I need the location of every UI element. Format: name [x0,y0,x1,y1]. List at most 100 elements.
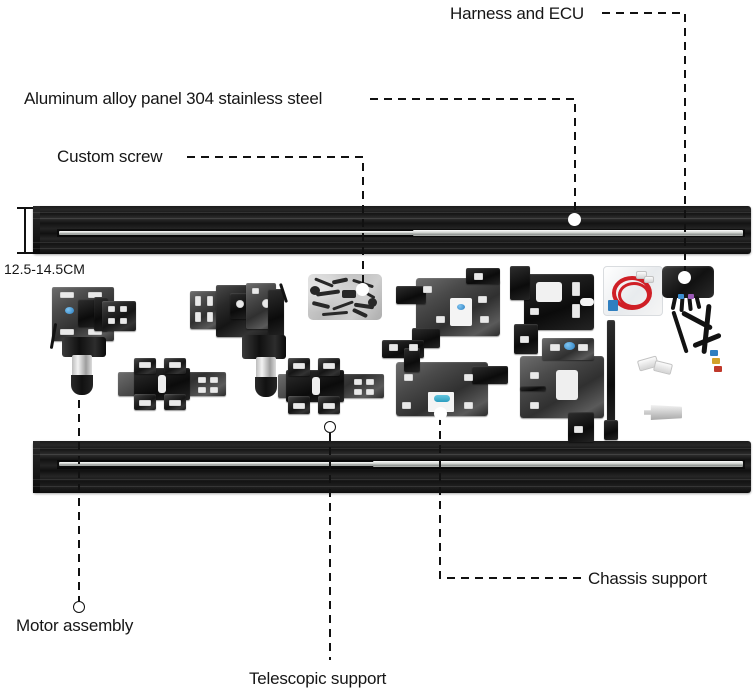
motor-assembly-right [190,283,310,407]
mount-hole [464,402,473,409]
marker-circle-motor-assembly [73,601,85,613]
stainless-steel-strip [59,231,743,235]
blue-label-dot [65,307,74,314]
mount-hole [572,282,580,296]
mount-hole [139,362,151,368]
callout-label-custom-screw: Custom screw [57,147,163,166]
callout-label-telescopic-support: Telescopic support [249,669,387,688]
mount-hole [293,403,305,409]
mount-hole [108,306,115,312]
mount-hole [464,374,473,381]
chassis-support-bracket-a [396,268,506,356]
sealant-tube [644,405,682,420]
telescopic-support-arm-left [118,358,228,410]
board-ridge [33,454,751,455]
board-endcap-left [33,441,40,493]
mount-hole [404,374,413,381]
mount-hole [550,344,560,351]
callout-line-aluminum-panel [370,98,576,219]
marker-dot-harness-ecu [678,271,691,284]
mount-hole [578,344,588,351]
mount-hole [210,387,218,393]
bracket-label [580,298,594,306]
motor-housing [62,337,106,357]
mount-hole [198,387,206,393]
bracket-label [450,298,472,326]
mount-hole [262,299,271,308]
board-ridge [33,218,751,219]
mount-hole [436,316,445,323]
mount-hole [293,363,305,369]
callout-label-aluminum-panel: Aluminum alloy panel 304 stainless steel [24,89,323,108]
board-ridge [33,479,751,480]
mount-hole [169,400,181,406]
mount-hole [480,316,489,323]
chassis-support-bracket-b [382,340,510,428]
running-board-panel-top [33,206,751,254]
mount-hole [108,318,115,324]
bag-blue-label [608,300,618,311]
mount-hole [195,312,201,322]
harness-blue-plug [710,350,718,356]
stainless-steel-strip-wide [413,230,743,236]
mount-hole [60,329,74,335]
mount-hole [474,273,483,280]
marker-dot-custom-screw [356,283,369,296]
marker-dot-chassis-support [434,407,447,420]
mount-hole [530,372,539,379]
board-endcap-left [33,206,40,254]
red-wire-bag [603,266,663,316]
chassis-support-long-rail [604,320,618,440]
motor-end-cap [255,377,277,397]
pivot-hole [236,300,244,308]
motor-assembly-left [49,285,170,405]
mount-hole [60,292,74,298]
marker-circle-telescopic-support [324,421,336,433]
mount-hole [198,377,206,383]
harness-yellow-plug [712,358,720,364]
slider-slot [158,375,166,393]
harness-blue-connector [678,294,684,299]
mount-hole [574,426,583,433]
board-ridge [33,248,751,249]
chassis-support-bracket-c [510,266,606,358]
mount-hole [354,379,362,385]
mount-hole [354,389,362,395]
board-ridge [33,448,751,449]
bracket-window [556,370,578,400]
teal-label [434,395,450,402]
white-connector [652,359,674,376]
blue-label-dot [457,304,465,310]
rail-body [607,320,615,428]
mount-hole [572,304,580,318]
bracket-upright [404,348,420,372]
motor-rear-cover [268,289,284,337]
harness-purple-connector [688,294,694,299]
mount-hole [252,288,259,294]
mount-hole [520,336,529,343]
mount-hole [210,377,218,383]
bracket-arm-left [510,266,530,300]
motor-barrel [72,355,92,377]
bracket-flange-left [396,286,426,304]
mount-hole [169,362,181,368]
bracket-edge-strip [520,386,546,391]
mount-hole [389,344,398,351]
stainless-steel-strip-wide [373,461,743,467]
callout-label-harness-ecu: Harness and ECU [450,4,585,23]
motor-end-cap [71,375,93,395]
mount-hole [423,286,432,293]
mount-hole [88,292,102,298]
slider-slot [312,377,320,395]
bracket-window [536,282,562,302]
custom-screw-bag [308,274,382,320]
mount-hole [366,389,374,395]
mount-hole [120,318,127,324]
bracket-flange-top [466,268,500,284]
callout-label-chassis-support: Chassis support [588,569,707,588]
mount-hole [530,308,539,315]
wiring-harness-assembly [636,266,753,386]
dimension-bar [17,207,33,254]
running-board-panel-bottom [33,441,751,493]
mount-hole [195,296,201,306]
